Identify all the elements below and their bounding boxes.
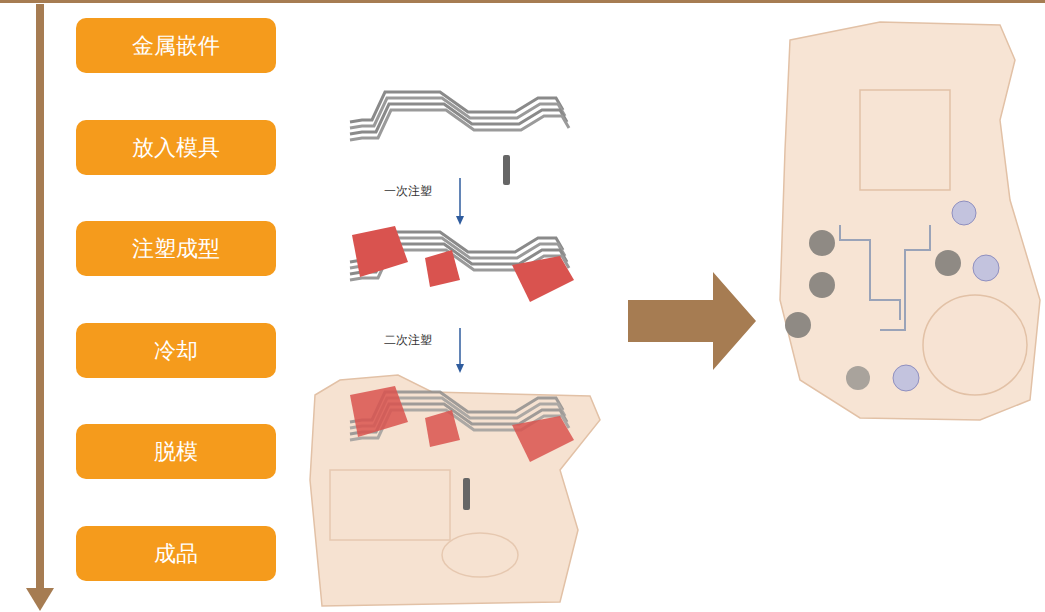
first-molding (425, 410, 460, 447)
step-label: 放入模具 (132, 133, 220, 163)
housing-detail (442, 533, 518, 577)
bolt (809, 230, 835, 256)
process-step-box: 放入模具 (76, 120, 276, 175)
first-molding (512, 416, 574, 462)
step-arrow-head (456, 216, 464, 225)
first-molding (352, 226, 408, 277)
step-label: 冷却 (154, 336, 198, 366)
washer (952, 201, 976, 225)
metal-pin (503, 155, 510, 185)
process-arrow-shaft (36, 4, 44, 590)
finished-part (780, 22, 1040, 420)
bolt (846, 366, 870, 390)
washer (973, 255, 999, 281)
embedded-strip (880, 225, 930, 330)
process-step-box: 注塑成型 (76, 221, 276, 276)
process-step-box: 成品 (76, 526, 276, 581)
step-arrow (459, 328, 461, 366)
step-label: 脱模 (154, 437, 198, 467)
part-cylinder (923, 295, 1027, 395)
top-rule (0, 0, 1045, 3)
step-label: 成品 (154, 539, 198, 569)
process-arrow-head (26, 588, 54, 611)
step-arrow-head (456, 364, 464, 373)
washer (893, 365, 919, 391)
embedded-strip (840, 225, 900, 320)
step-caption: 二次注塑 (384, 332, 432, 349)
step-label: 金属嵌件 (132, 31, 220, 61)
result-arrow (628, 272, 756, 370)
step-arrow (459, 178, 461, 218)
process-step-box: 冷却 (76, 323, 276, 378)
step-label: 注塑成型 (132, 234, 220, 264)
bolt (785, 312, 811, 338)
second-molding (310, 375, 600, 606)
metal-insert (350, 92, 569, 140)
process-step-box: 脱模 (76, 424, 276, 479)
process-step-box: 金属嵌件 (76, 18, 276, 73)
first-molding (425, 250, 460, 287)
first-molding (512, 256, 574, 302)
part-detail (860, 90, 950, 190)
step-caption: 一次注塑 (384, 183, 432, 200)
housing-detail (330, 470, 450, 540)
metal-pin (463, 478, 470, 510)
first-molding (350, 386, 408, 437)
bolt (809, 272, 835, 298)
bolt (935, 250, 961, 276)
